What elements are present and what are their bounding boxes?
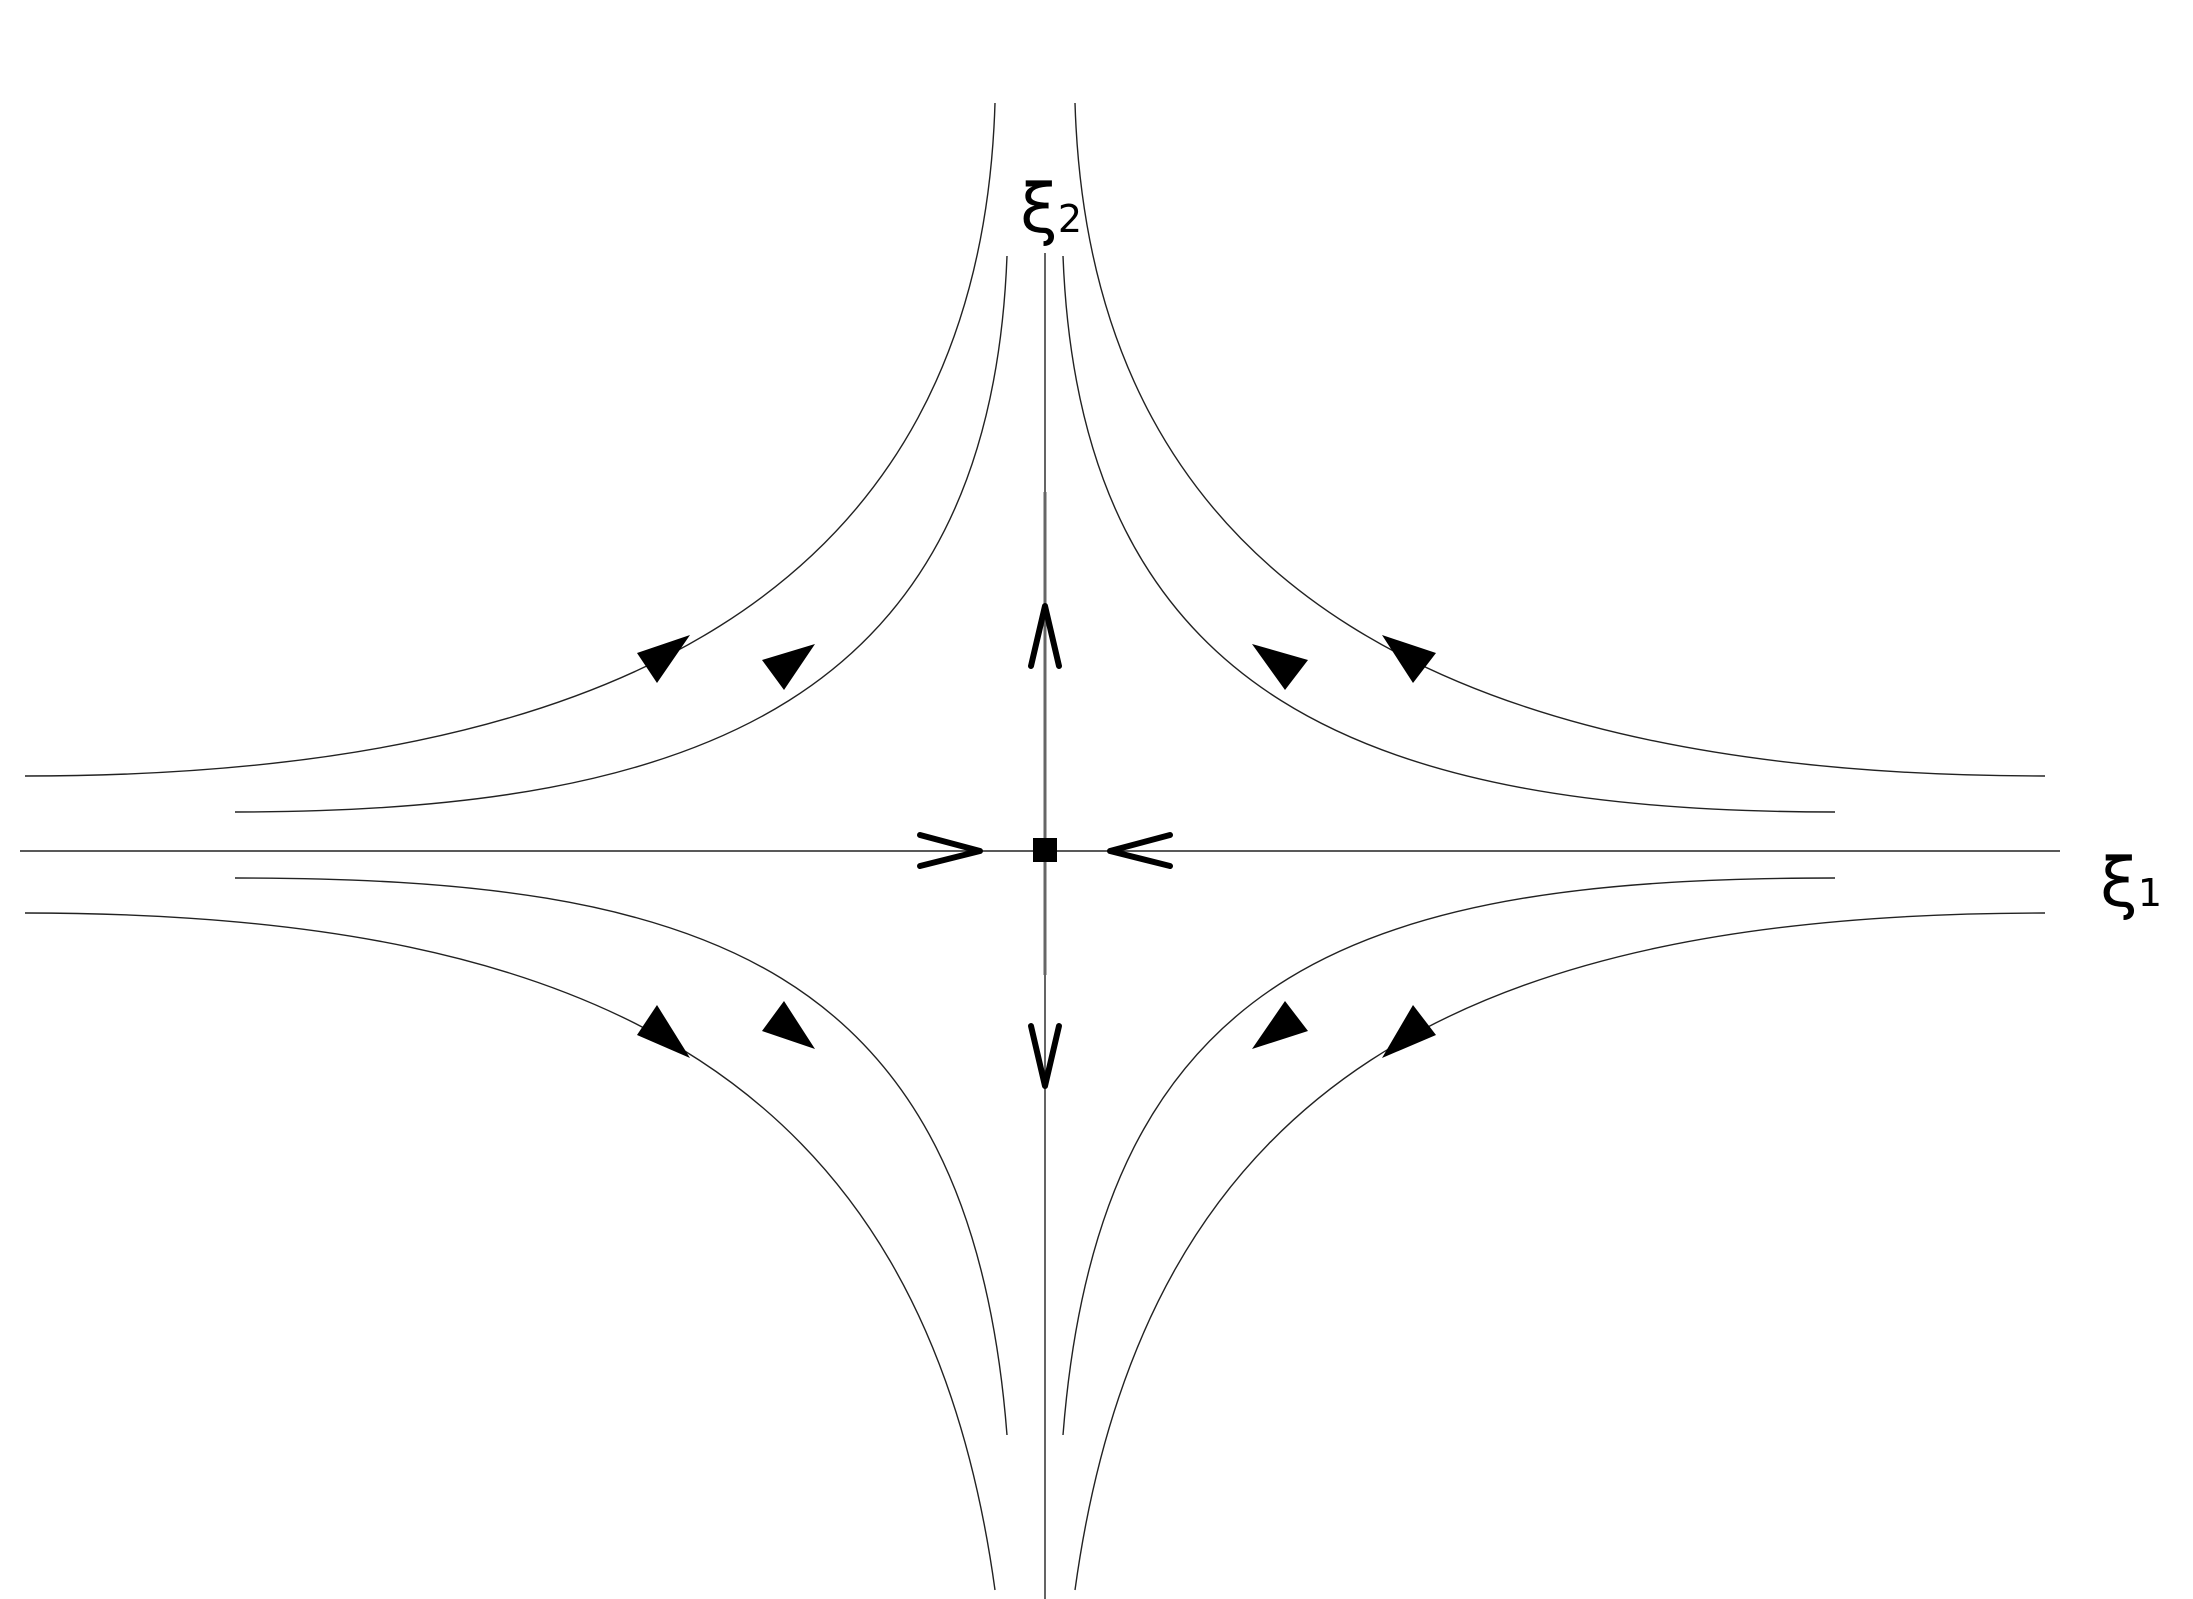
equilibrium-point-icon: [1033, 838, 1057, 862]
xi1-subscript: 1: [2138, 871, 2162, 915]
trajectory-bottom-right-outer: [1074, 912, 2046, 1591]
trajectory-bottom-left-outer: [24, 912, 996, 1591]
flow-arrow-icon: [762, 1001, 815, 1049]
xi2-subscript: 2: [1058, 197, 1082, 241]
flow-arrow-icon: [637, 1005, 690, 1058]
trajectory-bottom-right-inner: [1062, 877, 1836, 1436]
trajectory-bottom-left-inner: [234, 877, 1008, 1436]
trajectory-top-left-outer: [24, 102, 996, 777]
chevron-up-icon: [1028, 603, 1062, 669]
chevron-right-icon: [917, 832, 983, 869]
xi1-symbol: ξ: [2100, 844, 2138, 923]
trajectory-top-right-inner: [1062, 255, 1836, 813]
flow-arrow-icon: [1382, 635, 1436, 683]
flow-arrow-icon: [1252, 644, 1308, 690]
chevron-down-icon: [1028, 1023, 1062, 1089]
trajectory-top-right-outer: [1074, 102, 2046, 777]
xi2-symbol: ξ: [1020, 170, 1058, 249]
trajectory-top-left-inner: [234, 255, 1008, 813]
flow-arrow-icon: [1382, 1005, 1436, 1058]
xi2-axis-label: ξ2: [1020, 170, 1082, 249]
flow-arrow-icon: [637, 635, 690, 683]
flow-arrow-icon: [1252, 1001, 1308, 1049]
chevron-left-icon: [1107, 832, 1173, 869]
flow-arrow-icon: [762, 644, 815, 690]
xi1-axis-label: ξ1: [2100, 844, 2162, 923]
